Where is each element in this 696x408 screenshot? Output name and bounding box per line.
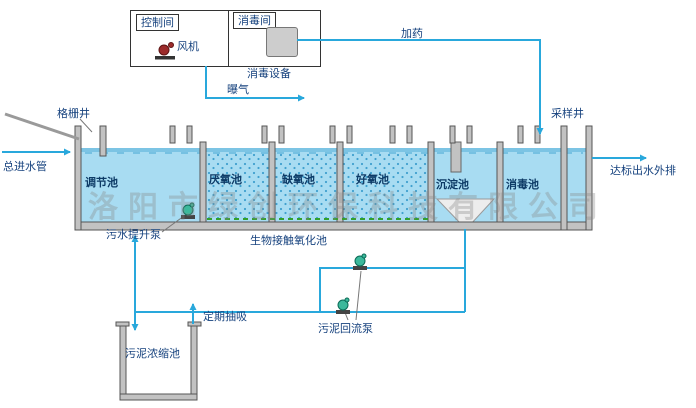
aeration-label: 曝气 [227,83,249,96]
bio-contact-tank-label: 生物接触氧化池 [250,234,327,247]
bio-media-dots [206,153,428,219]
screen-well-label: 格栅井 [57,107,90,120]
fan-label: 风机 [177,40,199,53]
room-divider [228,11,229,66]
tank-regulation-label: 调节池 [85,176,118,189]
pipe-aeration [205,66,305,102]
tank-sedimentation-label: 沉淀池 [436,178,469,191]
periodic-suction-label: 定期抽吸 [203,310,247,323]
sludge-return-pump-icon-1 [353,253,367,270]
tank-aerobic-label: 好氧池 [356,173,389,186]
tank-disinfection-label: 消毒池 [506,178,539,191]
sampling-well-label: 采样井 [551,107,584,120]
equipment-room-box: 控制间 消毒间 风机 [130,10,321,67]
tank-walls [74,125,593,231]
pipe-return-loop [319,267,465,312]
sludge-thickening-tank-structure [115,321,202,401]
disinfection-equipment-label: 消毒设备 [247,67,291,80]
control-room-label: 控制间 [136,14,179,31]
tank-vents [169,125,541,144]
sludge-thickening-tank-label: 污泥浓缩池 [125,347,180,360]
sewage-lift-pump-label: 污水提升泵 [106,228,161,241]
wall-regulation-anaerobic [199,141,207,223]
sludge-return-pump-label: 污泥回流泵 [318,322,373,335]
outer-wall-right [585,125,593,231]
wall-anaerobic-anoxic [268,141,276,223]
lift-pump-icon [181,202,195,219]
inclined-screen [4,112,80,141]
disinfection-equipment-box [266,27,298,57]
disinfection-room-label: 消毒间 [233,12,276,29]
sludge-return-pump-icon-2 [336,297,350,314]
main-inlet-label: 总进水管 [3,160,47,173]
pumps [155,42,367,314]
tank-anaerobic-label: 厌氧池 [209,173,242,186]
outer-wall-left [74,125,82,231]
wall-sedimentation-disinfection [496,141,504,223]
pipe-dosing [297,39,544,135]
wall-aerobic-sedimentation [427,141,435,223]
tank-anoxic-label: 缺氧池 [282,173,315,186]
screen-well-baffle [99,125,107,157]
outlet-label: 达标出水外排 [610,164,676,177]
wall-anoxic-aerobic [336,141,344,223]
wall-disinfection-sampling [560,125,568,231]
pipes [2,39,647,331]
center-feed-pipe [450,141,462,173]
fan-blower-icon [155,42,175,60]
dosing-label: 加药 [401,27,423,40]
